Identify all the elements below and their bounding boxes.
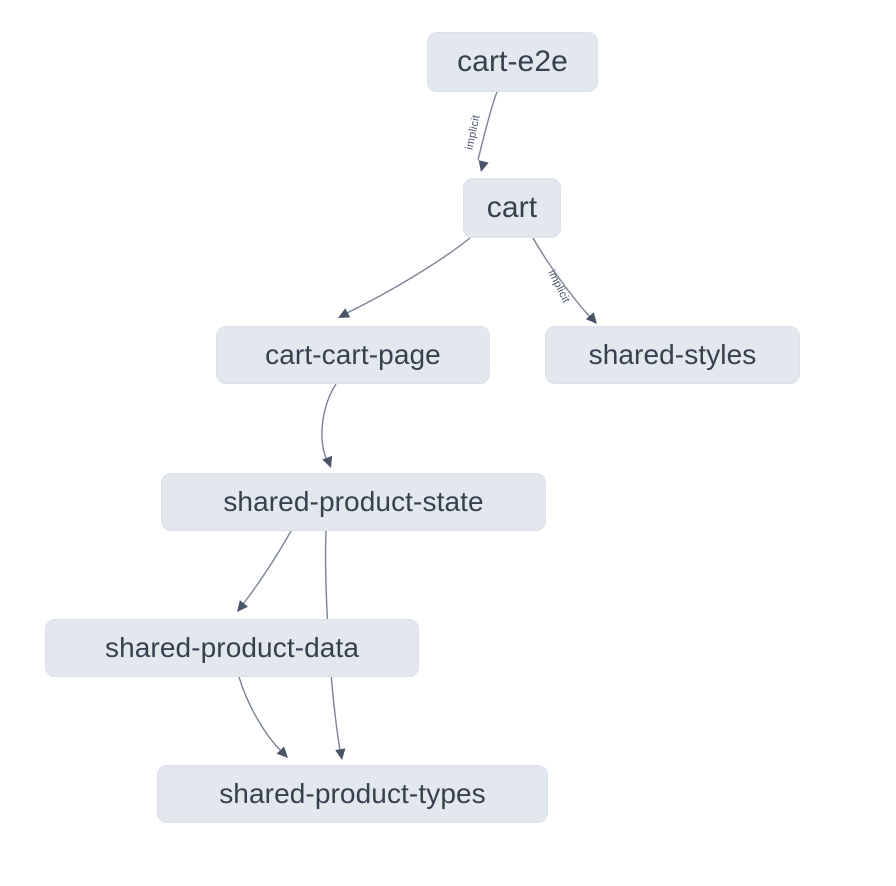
graph-node-shared-product-state[interactable]: shared-product-state — [161, 473, 546, 531]
graph-node-cart[interactable]: cart — [463, 178, 561, 238]
edge-cart-to-cart-cart-page — [346, 237, 471, 314]
edge-shared-product-data-to-shared-product-types-arrowhead — [276, 746, 288, 758]
edge-cart-cart-page-to-shared-product-state — [321, 383, 337, 459]
graph-node-label: cart — [486, 191, 538, 224]
graph-node-label: shared-product-data — [104, 632, 360, 663]
graph-node-shared-product-types[interactable]: shared-product-types — [157, 765, 548, 823]
graph-node-label: shared-styles — [588, 339, 757, 370]
edge-cart-e2e-to-cart — [477, 91, 498, 161]
graph-node-label: shared-product-types — [219, 778, 486, 809]
edge-cart-e2e-to-cart-arrowhead — [478, 160, 489, 172]
graph-node-label: cart-e2e — [457, 45, 568, 78]
edge-cart-to-cart-cart-page-arrowhead — [338, 308, 351, 318]
graph-node-shared-product-data[interactable]: shared-product-data — [45, 619, 419, 677]
edge-cart-to-shared-styles — [532, 237, 591, 318]
graph-node-label: shared-product-state — [223, 486, 484, 517]
edge-label-cart-e2e-to-cart: implicit — [464, 114, 483, 151]
edge-cart-cart-page-to-shared-product-state-arrowhead — [322, 455, 333, 468]
edge-shared-product-state-to-shared-product-data-arrowhead — [237, 600, 248, 612]
edge-label-cart-to-shared-styles: implicit — [545, 268, 572, 305]
edge-shared-product-state-to-shared-product-data — [242, 530, 292, 605]
graph-node-cart-e2e[interactable]: cart-e2e — [427, 32, 598, 92]
edge-shared-product-data-to-shared-product-types — [238, 676, 282, 752]
graph-node-label: cart-cart-page — [265, 339, 441, 370]
edge-shared-product-state-to-shared-product-types-arrowhead — [335, 748, 346, 760]
graph-node-cart-cart-page[interactable]: cart-cart-page — [216, 326, 490, 384]
graph-node-shared-styles[interactable]: shared-styles — [545, 326, 800, 384]
